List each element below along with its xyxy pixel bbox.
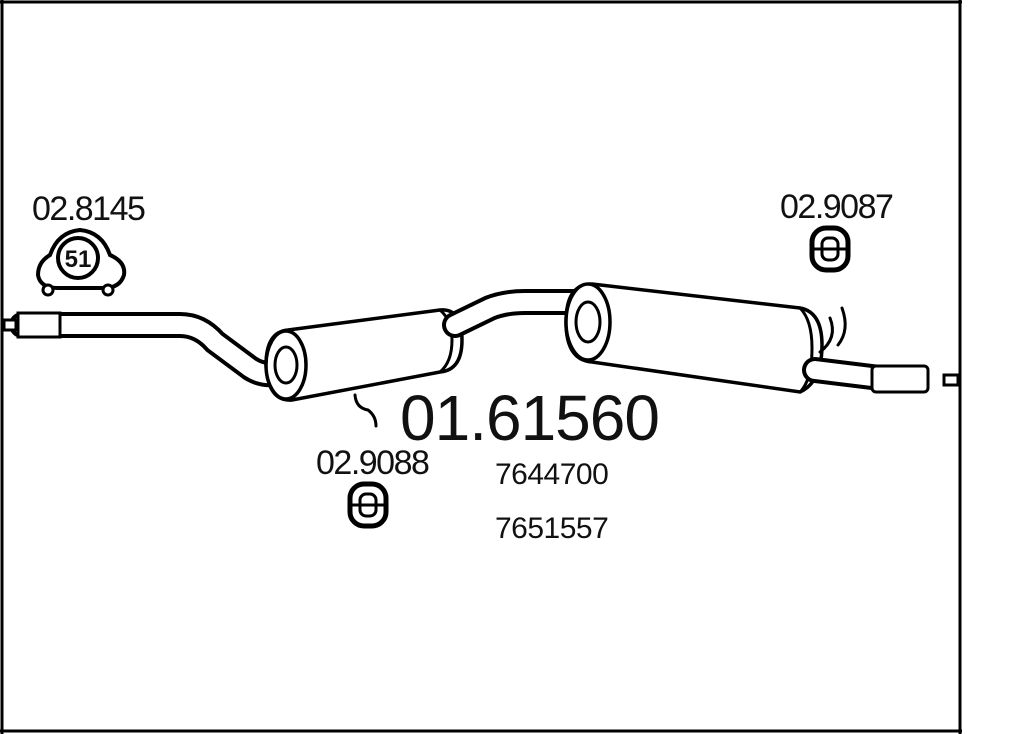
- middle-mount-icon: [347, 481, 389, 529]
- clamp-badge: 51: [65, 246, 92, 273]
- clamp-icon: 51: [35, 227, 127, 297]
- clamp-part-number: 02.8145: [32, 190, 145, 228]
- rear-muffler: [564, 282, 824, 394]
- middle-hanger-hook: [353, 393, 378, 428]
- rear-mount-icon: [809, 225, 851, 273]
- tail-pipe: [802, 306, 960, 394]
- intermediate-pipe: [442, 289, 591, 338]
- main-part-number: 01.61560: [400, 382, 659, 454]
- middle-mount-part-number: 02.9088: [316, 444, 429, 482]
- oe-number-2: 7651557: [495, 512, 608, 545]
- oe-number-1: 7644700: [495, 458, 608, 491]
- front-pipe: [2, 311, 298, 388]
- rear-mount-part-number: 02.9087: [780, 188, 893, 226]
